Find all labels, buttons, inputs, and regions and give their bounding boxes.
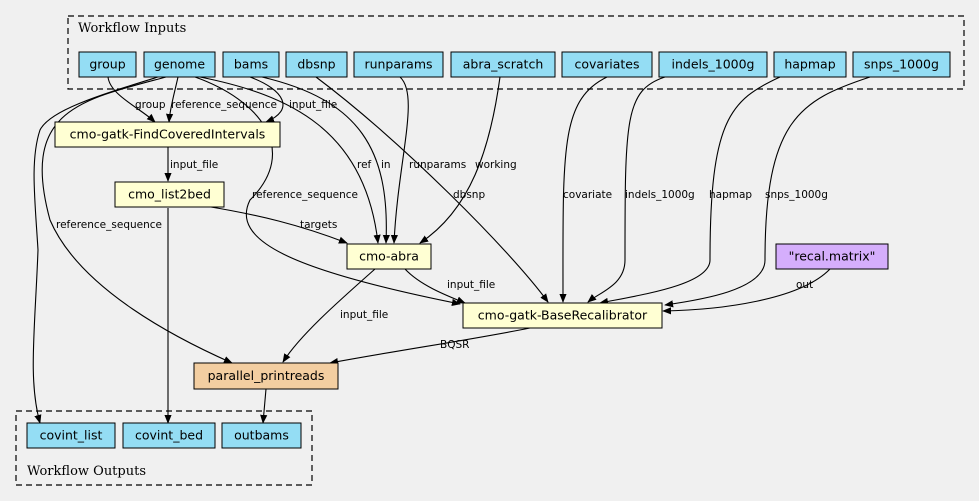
edge-genome-printreads bbox=[41, 76, 233, 364]
node-find-covered-intervals[interactable]: cmo-gatk-FindCoveredIntervals bbox=[54, 121, 281, 148]
node-indels-1000g[interactable]: indels_1000g bbox=[658, 51, 768, 78]
edge-label-runparams: runparams bbox=[409, 159, 466, 171]
edge-baserecal-printreads bbox=[329, 327, 531, 366]
node-dbsnp-label: dbsnp bbox=[297, 57, 335, 72]
edge-list2bed-abra bbox=[204, 205, 348, 244]
workflow-inputs-title: Workflow Inputs bbox=[78, 21, 186, 36]
node-genome-label: genome bbox=[154, 57, 205, 72]
node-recal-matrix-label: "recal.matrix" bbox=[789, 249, 876, 264]
edge-label-targets: targets bbox=[300, 219, 337, 231]
edge-runparams-abra bbox=[390, 76, 409, 244]
workflow-outputs-cluster: Workflow Outputs bbox=[15, 410, 313, 486]
edge-abra-printreads bbox=[282, 268, 376, 363]
edge-label-ref: ref bbox=[357, 159, 372, 171]
edge-bams-abra bbox=[261, 76, 390, 244]
workflow-outputs-title: Workflow Outputs bbox=[27, 464, 146, 479]
edge-label-covariate: covariate bbox=[563, 189, 612, 201]
node-snps-1000g[interactable]: snps_1000g bbox=[852, 51, 951, 78]
node-covint-bed[interactable]: covint_bed bbox=[122, 422, 216, 449]
output-nodes: covint_list covint_bed outbams bbox=[26, 422, 302, 449]
node-covint-list-label: covint_list bbox=[40, 428, 103, 443]
node-group-label: group bbox=[89, 57, 125, 72]
node-genome[interactable]: genome bbox=[143, 51, 216, 78]
node-group[interactable]: group bbox=[78, 51, 137, 78]
node-covariates-label: covariates bbox=[575, 57, 640, 72]
node-abra-label: cmo-abra bbox=[359, 249, 419, 264]
edge-genome-baserecal bbox=[194, 76, 461, 306]
edge-label-group: group bbox=[135, 99, 166, 111]
edge-label-hapmap: hapmap bbox=[709, 189, 752, 201]
node-abra-scratch-label: abra_scratch bbox=[463, 57, 544, 72]
edge-group-findcovered bbox=[107, 76, 156, 123]
workflow-inputs-cluster: Workflow Inputs bbox=[67, 15, 965, 90]
node-indels-1000g-label: indels_1000g bbox=[671, 57, 754, 72]
edge-indels-baserecal bbox=[587, 76, 666, 303]
edge-label-reference-sequence-fci: reference_sequence bbox=[171, 99, 277, 111]
node-parallel-printreads-label: parallel_printreads bbox=[208, 368, 325, 383]
node-covint-bed-label: covint_bed bbox=[135, 428, 203, 443]
edge-hapmap-baserecal bbox=[599, 76, 781, 305]
edge-label-input-file-list2bed: input_file bbox=[170, 159, 218, 171]
edge-printreads-outbams bbox=[260, 388, 268, 424]
edge-label-snps-1000g: snps_1000g bbox=[765, 189, 828, 201]
node-find-covered-intervals-label: cmo-gatk-FindCoveredIntervals bbox=[70, 127, 266, 142]
node-bams[interactable]: bams bbox=[222, 51, 280, 78]
edge-label-in: in bbox=[381, 159, 391, 171]
edge-scratch-abra bbox=[419, 76, 501, 244]
node-outbams[interactable]: outbams bbox=[221, 422, 302, 449]
edge-label-input-file-fci: input_file bbox=[289, 99, 337, 111]
node-snps-1000g-label: snps_1000g bbox=[864, 57, 939, 72]
edge-bams-findcovered bbox=[249, 76, 284, 123]
node-bams-label: bams bbox=[234, 57, 268, 72]
node-abra[interactable]: cmo-abra bbox=[346, 243, 432, 270]
node-parallel-printreads[interactable]: parallel_printreads bbox=[193, 362, 339, 390]
edge-label-input-file-br: input_file bbox=[447, 279, 495, 291]
edge-covariates-baserecal bbox=[559, 76, 608, 303]
node-covariates[interactable]: covariates bbox=[561, 51, 653, 78]
edge-dbsnp-baserecal bbox=[315, 76, 549, 303]
edge-abra-baserecal bbox=[404, 268, 466, 304]
edge-snps-baserecal bbox=[664, 76, 871, 308]
step-nodes: cmo-gatk-FindCoveredIntervals cmo_list2b… bbox=[54, 121, 889, 390]
node-outbams-label: outbams bbox=[234, 428, 289, 443]
edge-label-reference-sequence-pr: reference_sequence bbox=[56, 219, 162, 231]
node-runparams[interactable]: runparams bbox=[353, 51, 444, 78]
edge-label-reference-sequence-br: reference_sequence bbox=[252, 189, 358, 201]
node-covint-list[interactable]: covint_list bbox=[26, 422, 116, 449]
edge-label-out: out bbox=[796, 279, 813, 291]
node-abra-scratch[interactable]: abra_scratch bbox=[450, 51, 556, 78]
edge-labels: group reference_sequence input_file inpu… bbox=[56, 99, 828, 351]
edge-label-input-file-pr: input_file bbox=[340, 309, 388, 321]
edge-genome-covint-list bbox=[32, 76, 159, 424]
node-list2bed-label: cmo_list2bed bbox=[128, 187, 211, 202]
edge-label-bqsr: BQSR bbox=[440, 339, 469, 351]
node-runparams-label: runparams bbox=[364, 57, 432, 72]
node-base-recalibrator-label: cmo-gatk-BaseRecalibrator bbox=[478, 308, 648, 323]
edge-label-indels-1000g: indels_1000g bbox=[625, 189, 695, 201]
node-recal-matrix[interactable]: "recal.matrix" bbox=[775, 243, 889, 270]
edges bbox=[32, 76, 871, 424]
edge-label-working: working bbox=[475, 159, 517, 171]
node-hapmap-label: hapmap bbox=[784, 57, 835, 72]
node-hapmap[interactable]: hapmap bbox=[773, 51, 847, 78]
node-list2bed[interactable]: cmo_list2bed bbox=[114, 181, 225, 208]
edge-matrix-baserecal bbox=[662, 268, 831, 315]
input-nodes: group genome bams dbsnp runparams abra_s… bbox=[78, 51, 951, 78]
node-dbsnp[interactable]: dbsnp bbox=[285, 51, 348, 78]
edge-genome-findcovered bbox=[165, 76, 179, 123]
node-base-recalibrator[interactable]: cmo-gatk-BaseRecalibrator bbox=[462, 302, 663, 329]
edge-genome-abra bbox=[199, 76, 381, 244]
edge-label-dbsnp: dbsnp bbox=[453, 189, 485, 201]
